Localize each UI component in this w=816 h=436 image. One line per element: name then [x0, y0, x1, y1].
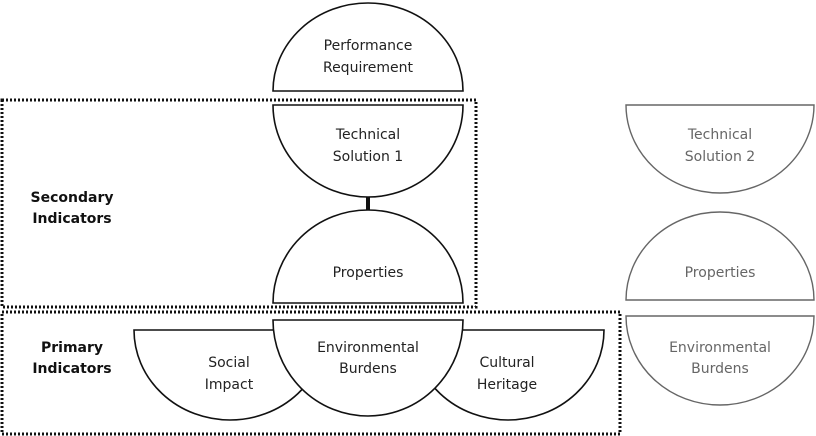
- social-impact-line2: Impact: [205, 377, 254, 393]
- properties-2-node: [625, 211, 815, 301]
- environmental-burdens-1-node: [272, 319, 464, 417]
- environmental-burdens-2-line1: Environmental: [669, 340, 771, 356]
- performance-requirement-node: [272, 2, 464, 92]
- environmental-burdens-1-line1: Environmental: [317, 340, 419, 356]
- technical-solution-2-line1: Technical: [687, 127, 752, 143]
- environmental-burdens-2-node: [625, 315, 815, 406]
- technical-solution-1-line2: Solution 1: [333, 149, 403, 165]
- properties-2-label: Properties: [685, 265, 756, 281]
- properties-1-node: [272, 209, 464, 304]
- cultural-heritage-line1: Cultural: [479, 355, 534, 371]
- social-impact-line1: Social: [208, 355, 250, 371]
- technical-solution-1-node: [272, 104, 464, 198]
- primary-label-line1: Primary: [41, 340, 103, 356]
- technical-solution-1-line1: Technical: [335, 127, 400, 143]
- secondary-indicators-box: [0, 98, 478, 309]
- properties-1-label: Properties: [333, 265, 404, 281]
- technical-solution-2-line2: Solution 2: [685, 149, 755, 165]
- performance-requirement-line1: Performance: [324, 38, 413, 54]
- environmental-burdens-1-line2: Burdens: [339, 361, 397, 377]
- secondary-label-line1: Secondary: [31, 190, 114, 206]
- environmental-burdens-2-line2: Burdens: [691, 361, 749, 377]
- cultural-heritage-line2: Heritage: [477, 377, 537, 393]
- technical-solution-2-node: [625, 104, 815, 194]
- primary-label-line2: Indicators: [32, 361, 111, 377]
- performance-requirement-line2: Requirement: [323, 60, 414, 76]
- primary-indicators-box: [0, 310, 622, 436]
- secondary-label-line2: Indicators: [32, 211, 111, 227]
